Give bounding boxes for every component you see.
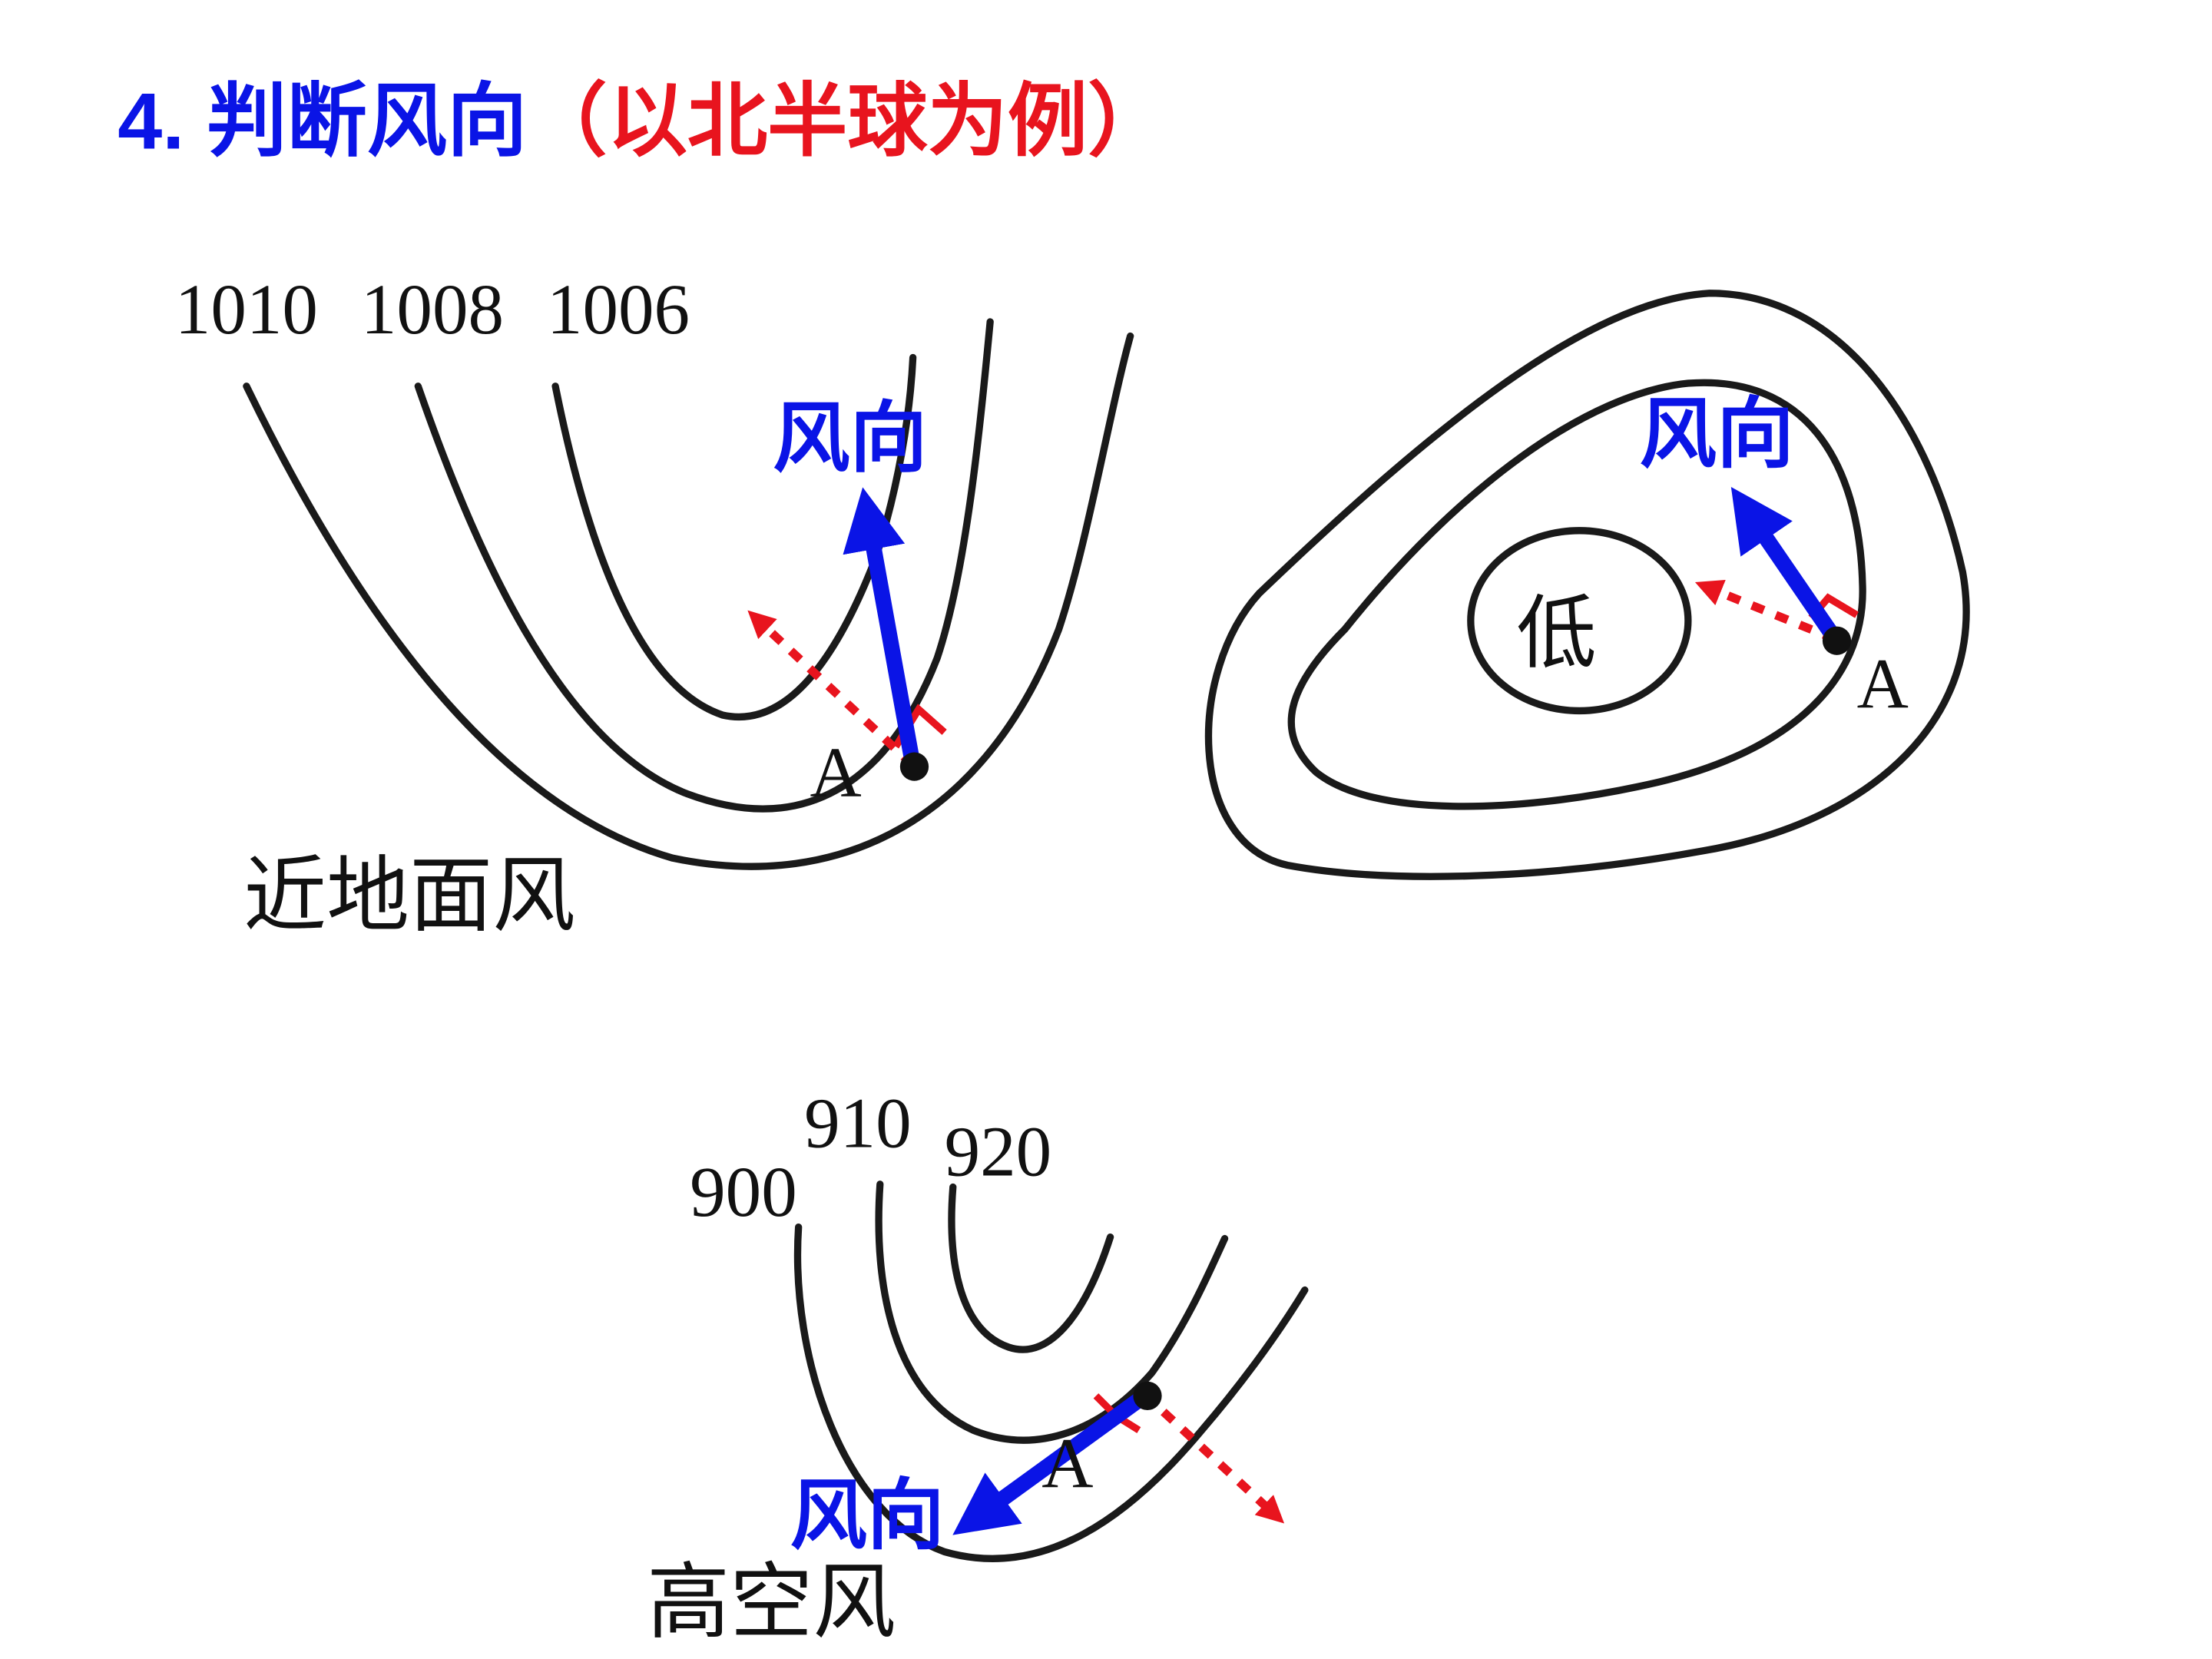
isobar-label-1006: 1006: [547, 270, 690, 349]
title-prefix: 4. 判断风向: [118, 78, 527, 167]
isobar-label-910: 910: [804, 1084, 912, 1163]
surface-trough-panel: 1010 1008 1006 A 风向 近地面风: [175, 270, 1134, 944]
isobar-900: [793, 1224, 1309, 1562]
page-title: 4. 判断风向（以北半球为例）: [118, 78, 1167, 167]
wind-direction-label: 风向: [790, 1470, 944, 1560]
point-a-label: A: [1857, 645, 1909, 724]
wind-direction-arrow: [952, 1388, 1153, 1535]
isobar-label-1008: 1008: [361, 270, 504, 349]
point-a-dot: [1133, 1381, 1162, 1410]
middle-isobar: [1287, 379, 1866, 810]
point-a-dot: [899, 752, 929, 781]
pressure-gradient-arrow: [747, 610, 916, 769]
upper-air-panel: 900 910 920 A 风向 高空风: [647, 1084, 1309, 1651]
isobar-920: [948, 1183, 1114, 1353]
isobar-1010: [243, 332, 1134, 870]
wind-direction-label: 风向: [773, 393, 927, 483]
wind-direction-label: 风向: [1640, 389, 1794, 479]
surface-low-panel: 低 A 风向: [1204, 290, 1970, 880]
wind-direction-arrow: [843, 487, 921, 773]
isobar-label-1010: 1010: [175, 270, 318, 349]
point-a-label: A: [1041, 1425, 1093, 1504]
isobar-910: [875, 1181, 1229, 1444]
surface-wind-caption: 近地面风: [243, 848, 575, 944]
isobar-1006: [551, 353, 917, 720]
wind-direction-arrow: [1730, 486, 1843, 647]
isobar-label-900: 900: [690, 1153, 797, 1232]
title-suffix: （以北半球为例）: [527, 78, 1167, 167]
point-a-dot: [1822, 626, 1852, 655]
inner-isobar: [1467, 527, 1692, 715]
low-pressure-center-label: 低: [1516, 586, 1596, 680]
isobar-1008: [414, 318, 994, 813]
pressure-gradient-arrow: [1141, 1391, 1285, 1524]
point-a-label: A: [810, 733, 862, 813]
outer-isobar: [1204, 290, 1970, 880]
upper-air-wind-caption: 高空风: [647, 1555, 896, 1651]
isobar-label-920: 920: [945, 1113, 1052, 1192]
